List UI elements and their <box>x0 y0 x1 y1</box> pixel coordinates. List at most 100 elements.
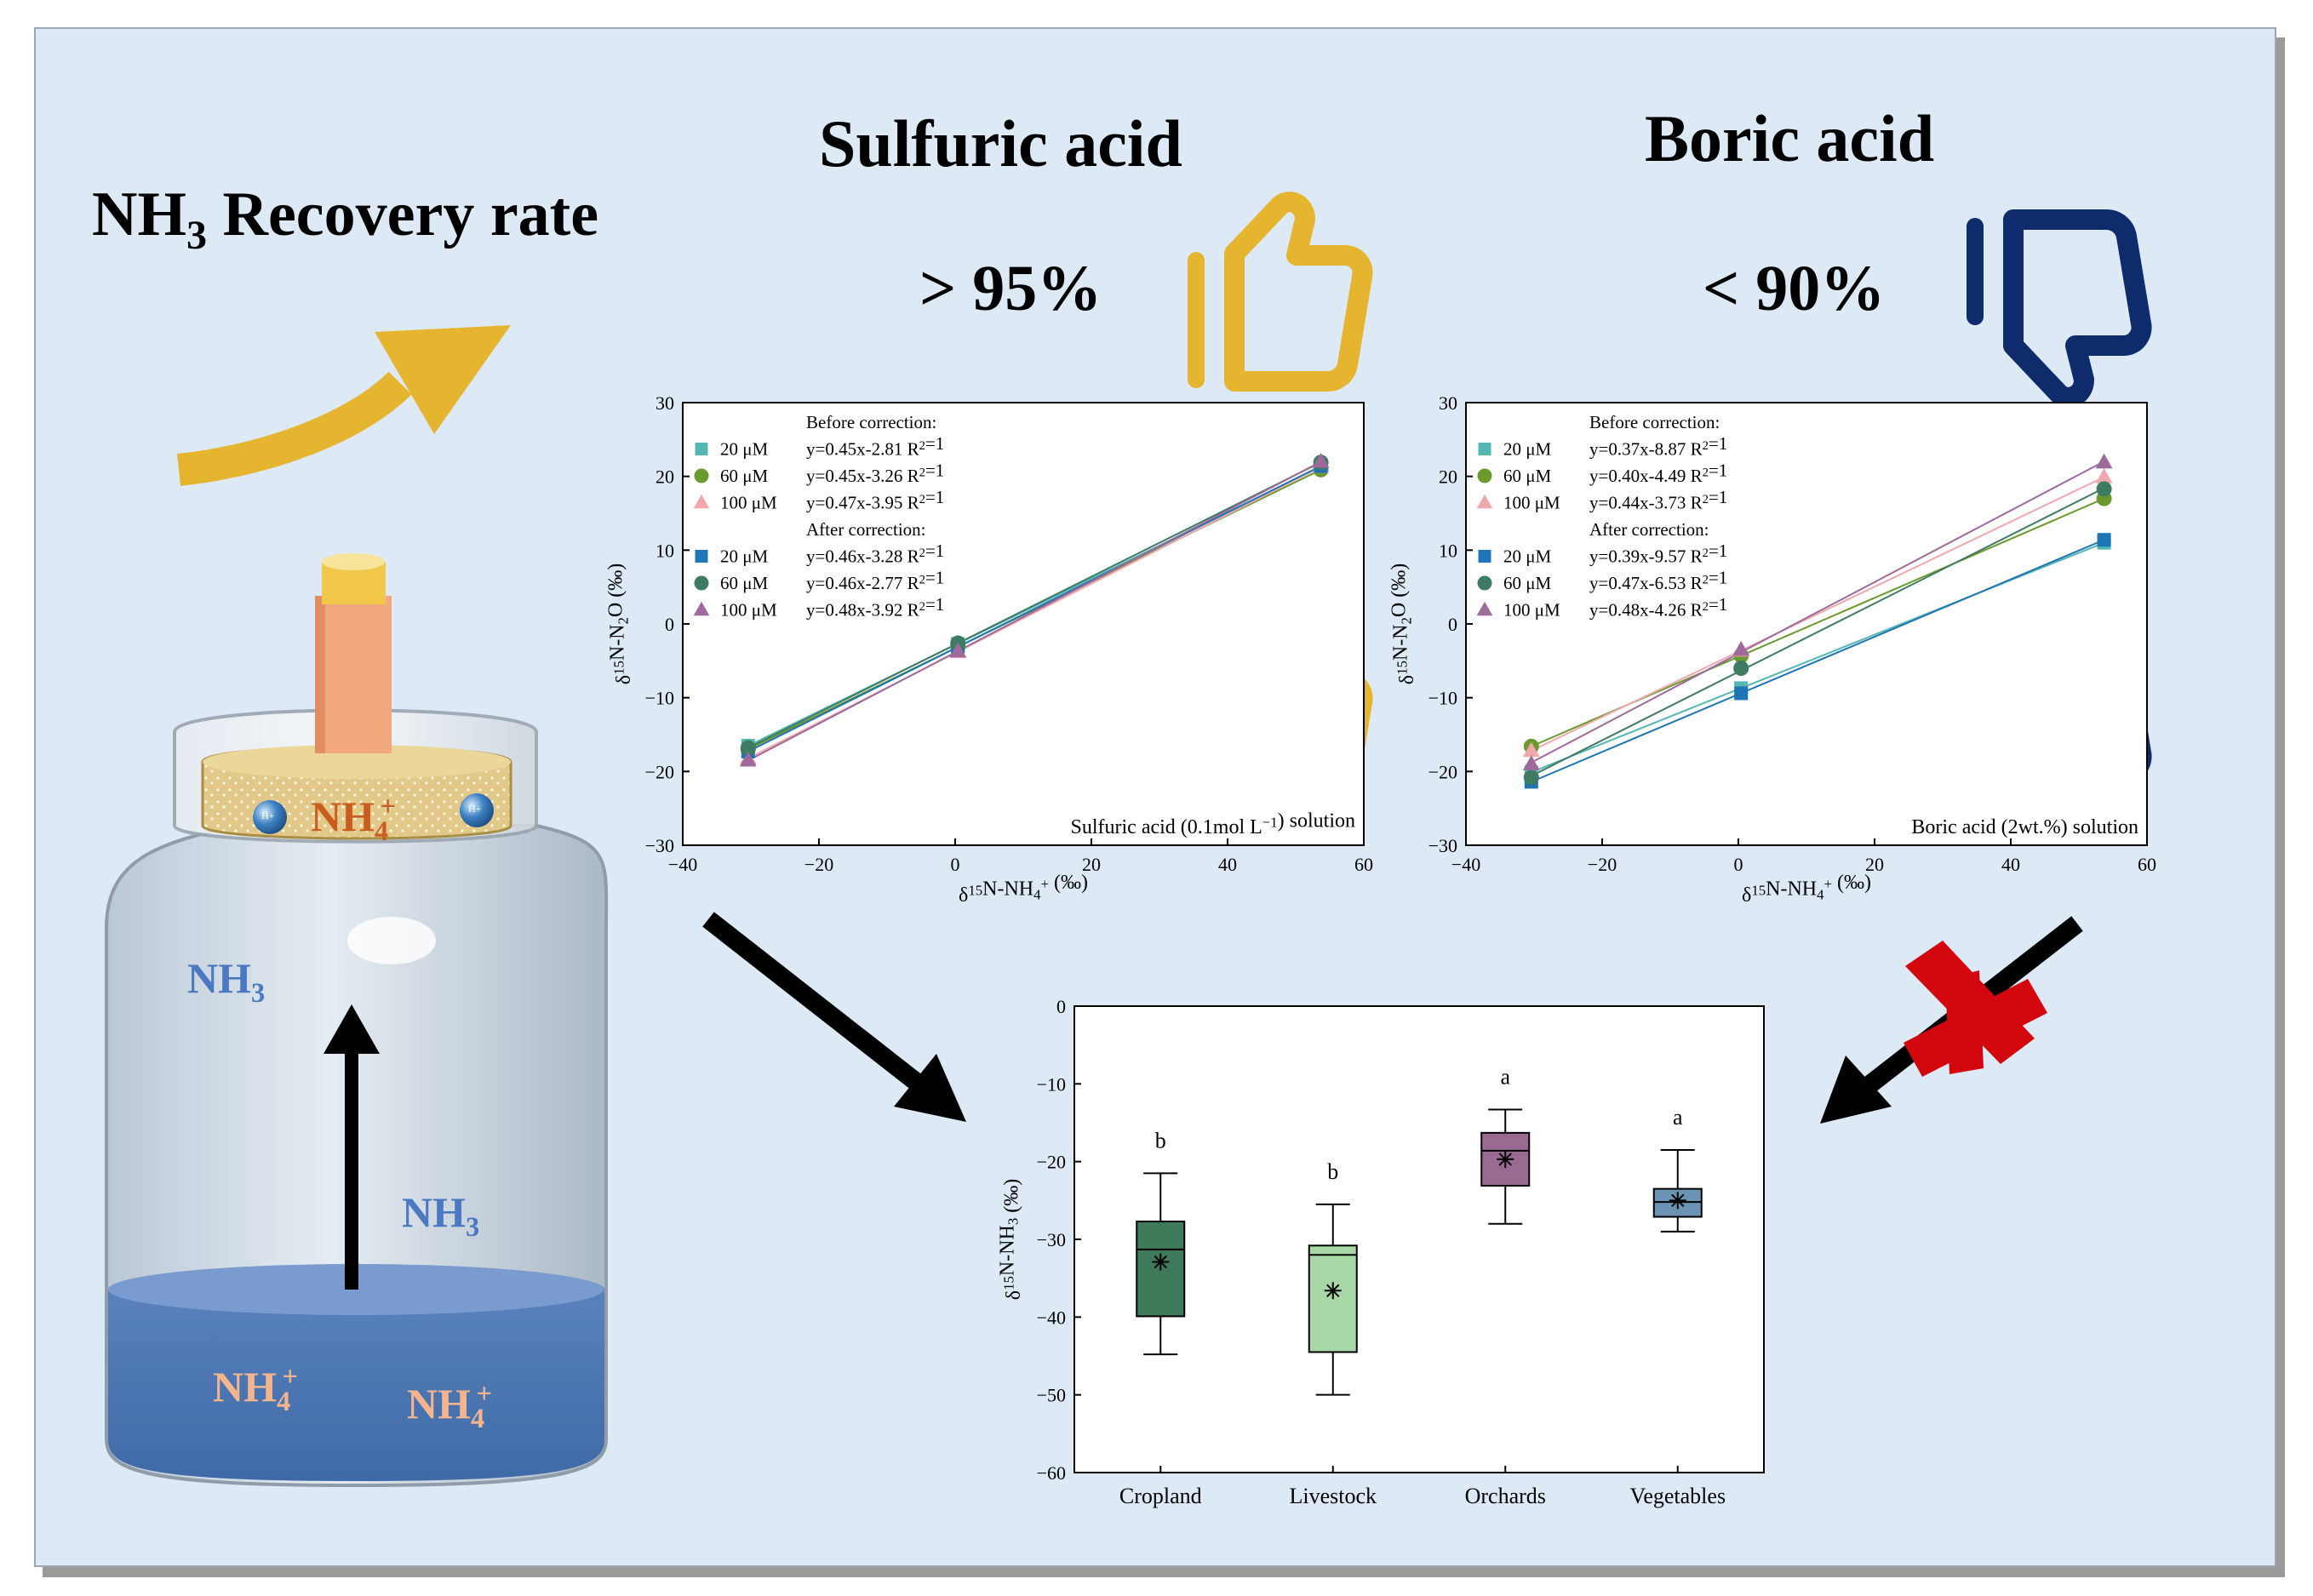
y-tick-label: 0 <box>1448 614 1457 635</box>
filter-label: NH4+ <box>311 792 396 848</box>
category-label: Cropland <box>1119 1484 1202 1508</box>
legend-before-title: Before correction: <box>1589 412 1720 432</box>
data-point <box>1523 769 1539 786</box>
y-tick-label: −10 <box>1428 688 1457 709</box>
legend-equation: y=0.45x-2.81 R2=1 <box>806 433 944 460</box>
x-tick-label: 0 <box>951 854 960 875</box>
legend-equation: y=0.46x-2.77 R2=1 <box>806 567 944 593</box>
mean-marker <box>1497 1150 1514 1168</box>
recovery-rate-title: NH3 Recovery rate <box>92 179 598 259</box>
mean-marker-stroke <box>1154 1255 1167 1269</box>
flow-arrow-icon <box>702 912 966 1122</box>
legend-series-name: 60 μM <box>1503 466 1552 486</box>
legend-equation: y=0.45x-3.26 R2=1 <box>806 460 944 486</box>
legend-marker <box>694 468 709 483</box>
thumbs-down-icon <box>1967 209 2152 408</box>
fit-line <box>1531 539 2104 783</box>
legend-equation: y=0.47x-6.53 R2=1 <box>1589 567 1727 593</box>
x-tick-label: 60 <box>1354 854 1373 875</box>
fit-line <box>747 460 1322 762</box>
hplus-label-right: H+ <box>468 803 482 815</box>
rising-arrow-icon <box>176 325 511 486</box>
plot-area <box>682 402 1365 846</box>
data-point <box>1734 686 1749 701</box>
data-point <box>2096 481 2112 497</box>
x-tick-label: 0 <box>1734 854 1743 875</box>
x-tick-label: −20 <box>804 854 833 875</box>
y-tick-label: 20 <box>1439 466 1457 488</box>
recovery-formula-sub: 3 <box>186 212 207 258</box>
legend-series-name: 60 μM <box>1503 573 1552 593</box>
y-tick-label: −60 <box>1037 1462 1066 1484</box>
legend-after-title: After correction: <box>806 519 926 540</box>
y-tick-label: −40 <box>1037 1307 1066 1328</box>
legend-marker <box>693 601 710 616</box>
legend-series-name: 20 μM <box>720 546 769 567</box>
legend-marker <box>1476 601 1493 616</box>
mean-marker-stroke <box>1671 1193 1685 1208</box>
legend-series-name: 100 μM <box>1503 600 1560 621</box>
significance-letter: b <box>1155 1128 1166 1153</box>
y-tick-label: 10 <box>1439 540 1457 561</box>
mean-marker-stroke <box>1326 1284 1340 1297</box>
data-point <box>2097 533 2111 547</box>
legend-series-name: 100 μM <box>720 493 777 513</box>
legend-after-title: After correction: <box>1589 519 1709 540</box>
y-axis-label: δ15N-N2O (‰) <box>1388 563 1418 684</box>
y-tick-label: 30 <box>656 392 674 414</box>
chart-annotation: Sulfuric acid (0.1mol L−1) solution <box>1071 809 1356 838</box>
y-axis-label: δ15N-N2O (‰) <box>604 563 635 684</box>
fit-line <box>747 461 1322 749</box>
data-point <box>949 642 967 658</box>
y-tick-label: −20 <box>1037 1152 1066 1173</box>
x-tick-label: 20 <box>1865 854 1884 875</box>
mean-marker <box>1152 1253 1170 1271</box>
data-point <box>2095 453 2113 469</box>
x-tick-label: 20 <box>1082 854 1101 875</box>
fit-line <box>1531 487 2105 777</box>
significance-letter: a <box>1500 1064 1510 1089</box>
legend-equation: y=0.39x-9.57 R2=1 <box>1589 541 1727 567</box>
boric-title: Boric acid <box>1645 101 1935 175</box>
y-tick-label: −50 <box>1037 1385 1066 1406</box>
legend-marker <box>1478 443 1491 455</box>
recovery-title-text: Recovery rate <box>207 180 599 249</box>
legend-series-name: 100 μM <box>1503 493 1560 513</box>
significance-letter: a <box>1673 1105 1683 1130</box>
y-axis-label: δ15N-NH3 (‰) <box>996 1179 1025 1300</box>
legend-series-name: 20 μM <box>720 439 769 460</box>
sulfuric-rate: > 95% <box>919 253 1102 324</box>
legend-equation: y=0.40x-4.49 R2=1 <box>1589 460 1727 486</box>
mean-marker-stroke <box>1498 1153 1512 1166</box>
legend-equation: y=0.48x-4.26 R2=1 <box>1589 594 1727 621</box>
nh3-gas-label-mid: NH3 <box>402 1188 480 1243</box>
data-point <box>1732 640 1750 656</box>
category-label: Livestock <box>1289 1484 1377 1508</box>
y-tick-label: 0 <box>665 614 674 635</box>
data-point <box>2095 468 2113 483</box>
x-tick-label: 40 <box>2001 854 2020 875</box>
thumbs-up-icon <box>1188 192 1373 392</box>
x-tick-label: −40 <box>668 854 697 875</box>
category-label: Vegetables <box>1629 1484 1726 1508</box>
legend-before-title: Before correction: <box>806 412 936 432</box>
y-tick-label: −10 <box>1037 1073 1066 1095</box>
fit-line <box>1531 460 2105 764</box>
cross-icon <box>1904 941 2047 1077</box>
y-tick-label: 0 <box>1056 996 1066 1017</box>
legend-marker <box>694 575 709 591</box>
y-tick-label: −30 <box>1428 835 1457 856</box>
legend-series-name: 100 μM <box>720 600 777 621</box>
y-tick-label: −10 <box>645 688 674 709</box>
x-tick-label: 60 <box>2138 854 2156 875</box>
x-tick-label: −20 <box>1588 854 1617 875</box>
legend-marker <box>1478 550 1491 563</box>
y-tick-label: −20 <box>645 761 674 782</box>
legend-marker <box>695 443 708 455</box>
recovery-formula: NH <box>92 180 186 249</box>
legend-marker <box>1477 468 1492 483</box>
legend-series-name: 60 μM <box>720 466 769 486</box>
